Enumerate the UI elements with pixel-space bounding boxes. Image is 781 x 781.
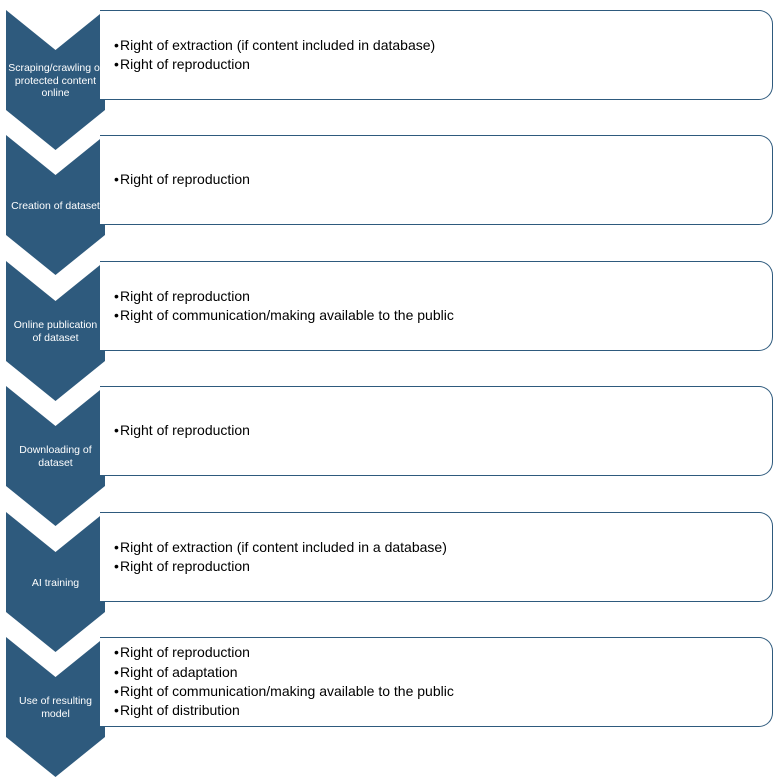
- rights-item-text: Right of reproduction: [120, 422, 250, 439]
- rights-list: •Right of extraction (if content include…: [114, 36, 772, 75]
- bullet-icon: •: [114, 644, 119, 661]
- rights-list: •Right of reproduction•Right of communic…: [114, 287, 772, 326]
- bullet-icon: •: [114, 538, 119, 555]
- rights-list: •Right of extraction (if content include…: [114, 538, 772, 577]
- bullet-icon: •: [114, 683, 119, 699]
- process-step: Online publication of dataset •Right of r…: [0, 261, 781, 401]
- rights-box: •Right of reproduction: [100, 386, 773, 476]
- rights-list-item: •Right of reproduction: [114, 557, 772, 576]
- chevron-shape: [6, 10, 105, 150]
- rights-item-text: Right of extraction (if content included…: [120, 36, 436, 53]
- chevron-shape: [6, 637, 105, 777]
- rights-list-item: •Right of reproduction: [114, 287, 772, 306]
- process-step: Use of resulting model•Right of reproduc…: [0, 637, 781, 777]
- process-step: Downloading of dataset •Right of reproduc…: [0, 386, 781, 526]
- rights-box: •Right of extraction (if content include…: [100, 512, 773, 602]
- rights-item-text: Right of adaptation: [120, 663, 238, 680]
- rights-list-item: •Right of reproduction: [114, 643, 772, 662]
- rights-list: •Right of reproduction: [114, 170, 772, 189]
- bullet-icon: •: [114, 287, 119, 304]
- chevron-shape: [6, 261, 105, 401]
- rights-item-text: Right of communication/making available …: [120, 307, 454, 323]
- rights-box: •Right of reproduction: [100, 135, 773, 225]
- rights-list-item: •Right of adaptation: [114, 663, 772, 682]
- step-label: Downloading of dataset: [19, 444, 92, 469]
- step-chevron: [6, 135, 105, 275]
- rights-box: •Right of reproduction•Right of adaptati…: [100, 637, 773, 727]
- rights-list: •Right of reproduction•Right of adaptati…: [114, 643, 772, 721]
- rights-box: •Right of reproduction•Right of communic…: [100, 261, 773, 351]
- chevron-shape: [6, 512, 105, 652]
- rights-box: •Right of extraction (if content include…: [100, 10, 773, 100]
- rights-list-item: •Right of reproduction: [114, 55, 772, 74]
- bullet-icon: •: [114, 663, 119, 680]
- bullet-icon: •: [114, 558, 119, 574]
- rights-item-text: Right of reproduction: [120, 56, 250, 72]
- bullet-icon: •: [114, 56, 119, 72]
- bullet-icon: •: [114, 422, 119, 439]
- rights-item-text: Right of reproduction: [120, 558, 250, 574]
- step-chevron: [6, 512, 105, 652]
- rights-list-item: •Right of reproduction: [114, 170, 772, 189]
- step-chevron: [6, 261, 105, 401]
- step-chevron: [6, 10, 105, 150]
- rights-list-item: •Right of extraction (if content include…: [114, 538, 772, 557]
- chevron-shape: [6, 386, 105, 526]
- bullet-icon: •: [114, 171, 119, 188]
- step-chevron: [6, 386, 105, 526]
- rights-list: •Right of reproduction: [114, 421, 772, 440]
- step-label: Use of resulting model: [19, 695, 92, 720]
- step-chevron: [6, 637, 105, 777]
- rights-item-text: Right of reproduction: [120, 171, 250, 188]
- bullet-icon: •: [114, 36, 119, 53]
- step-label: Creation of dataset: [11, 199, 100, 212]
- rights-list-item: •Right of reproduction: [114, 421, 772, 440]
- step-label: AI training: [31, 576, 80, 589]
- process-step: AI training •Right of extraction (if cont…: [0, 512, 781, 652]
- chevron-shape: [6, 135, 105, 275]
- rights-list-item: •Right of communication/making available…: [114, 682, 772, 701]
- rights-item-text: Right of reproduction: [120, 644, 250, 661]
- bullet-icon: •: [114, 307, 119, 323]
- process-step: Creation of dataset •Right of reproductio…: [0, 135, 781, 275]
- bullet-icon: •: [114, 702, 119, 719]
- step-label: Scraping/crawling of protected content o…: [8, 61, 103, 100]
- rights-item-text: Right of distribution: [120, 702, 240, 719]
- rights-list-item: •Right of extraction (if content include…: [114, 36, 772, 55]
- rights-item-text: Right of extraction (if content included…: [120, 538, 447, 555]
- rights-item-text: Right of reproduction: [120, 287, 250, 304]
- rights-item-text: Right of communication/making available …: [120, 683, 454, 699]
- rights-list-item: •Right of communication/making available…: [114, 306, 772, 325]
- step-label: Online publication of dataset: [13, 319, 98, 344]
- rights-list-item: •Right of distribution: [114, 701, 772, 720]
- process-step: Scraping/crawling of protected content o…: [0, 10, 781, 150]
